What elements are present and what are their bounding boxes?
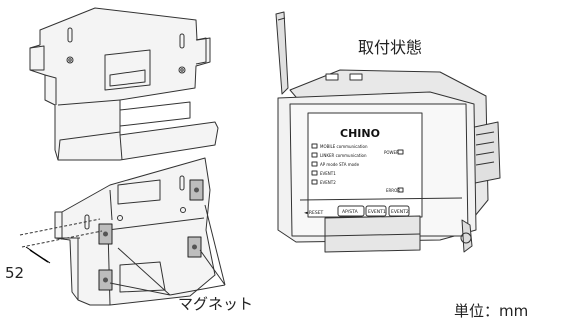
status-line-3: AP mode STA mode (320, 162, 360, 167)
magnet-leader-lines (109, 204, 226, 296)
status-line-2: LINKER communication (320, 153, 367, 158)
bracket-with-magnets (54, 157, 216, 306)
antenna (275, 11, 289, 95)
dimension-indicator (19, 218, 103, 264)
reset-label: ◄ RESET (304, 210, 324, 216)
bracket-top (29, 7, 219, 161)
device-face-text: CHINO MOBILE communication LINKER commun… (304, 127, 409, 216)
power-label: POWER (384, 150, 399, 155)
status-line-1: MOBILE communication (320, 144, 368, 149)
button-apsta: AP/STA (342, 209, 359, 215)
dimension-label: 52 (5, 264, 25, 282)
brand-logo: CHINO (340, 127, 380, 140)
unit-label: 単位：mm (454, 302, 529, 320)
error-label: ERROR (386, 188, 400, 193)
device (275, 11, 501, 253)
status-line-5: EVENT2 (320, 180, 336, 185)
button-event2: EVENT2 (391, 209, 409, 215)
magnet-label: マグネット (178, 295, 254, 313)
status-line-4: EVENT1 (320, 171, 336, 176)
installed-state-title: 取付状態 (358, 38, 423, 57)
button-event1: EVENT1 (368, 209, 386, 215)
